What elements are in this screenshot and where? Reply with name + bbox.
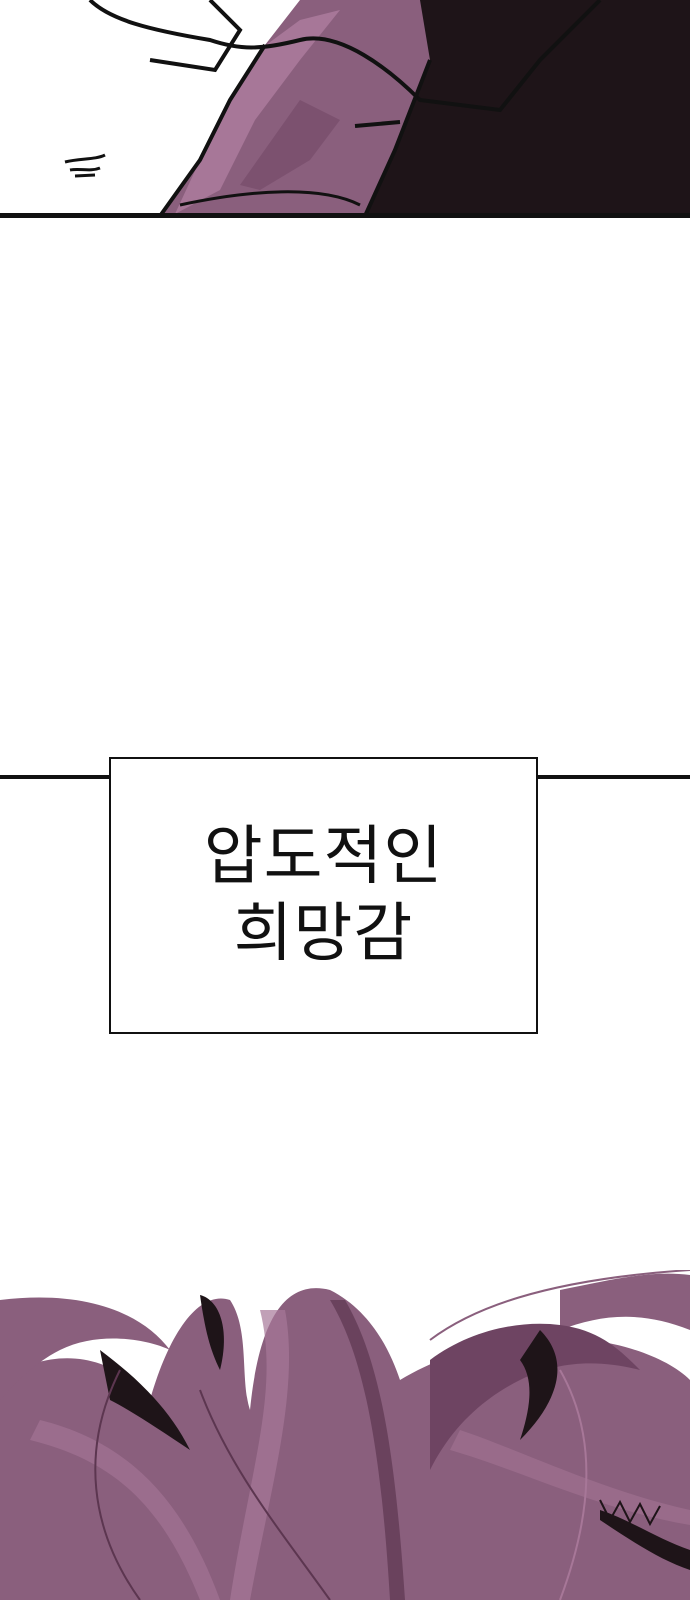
shadow-strand: [100, 1350, 190, 1450]
hair-art: [0, 1270, 690, 1600]
bottom-comic-panel: [0, 1270, 690, 1600]
divider-left: [0, 775, 110, 779]
dark-cloth-shape: [365, 0, 690, 216]
panel-border: [0, 213, 690, 218]
hair-strand: [560, 1273, 690, 1330]
purple-highlight-shape: [175, 10, 340, 214]
top-panel-art: [0, 0, 690, 222]
motion-scribble: [64, 153, 106, 178]
caption-line-1: 압도적인: [203, 819, 444, 894]
divider-right: [538, 775, 690, 779]
caption-line-2: 희망감: [233, 896, 414, 971]
hair-strand: [0, 1297, 170, 1400]
top-comic-panel: [0, 0, 690, 222]
outline-stroke: [88, 0, 602, 113]
caption-box: 압도적인 희망감: [109, 757, 538, 1034]
